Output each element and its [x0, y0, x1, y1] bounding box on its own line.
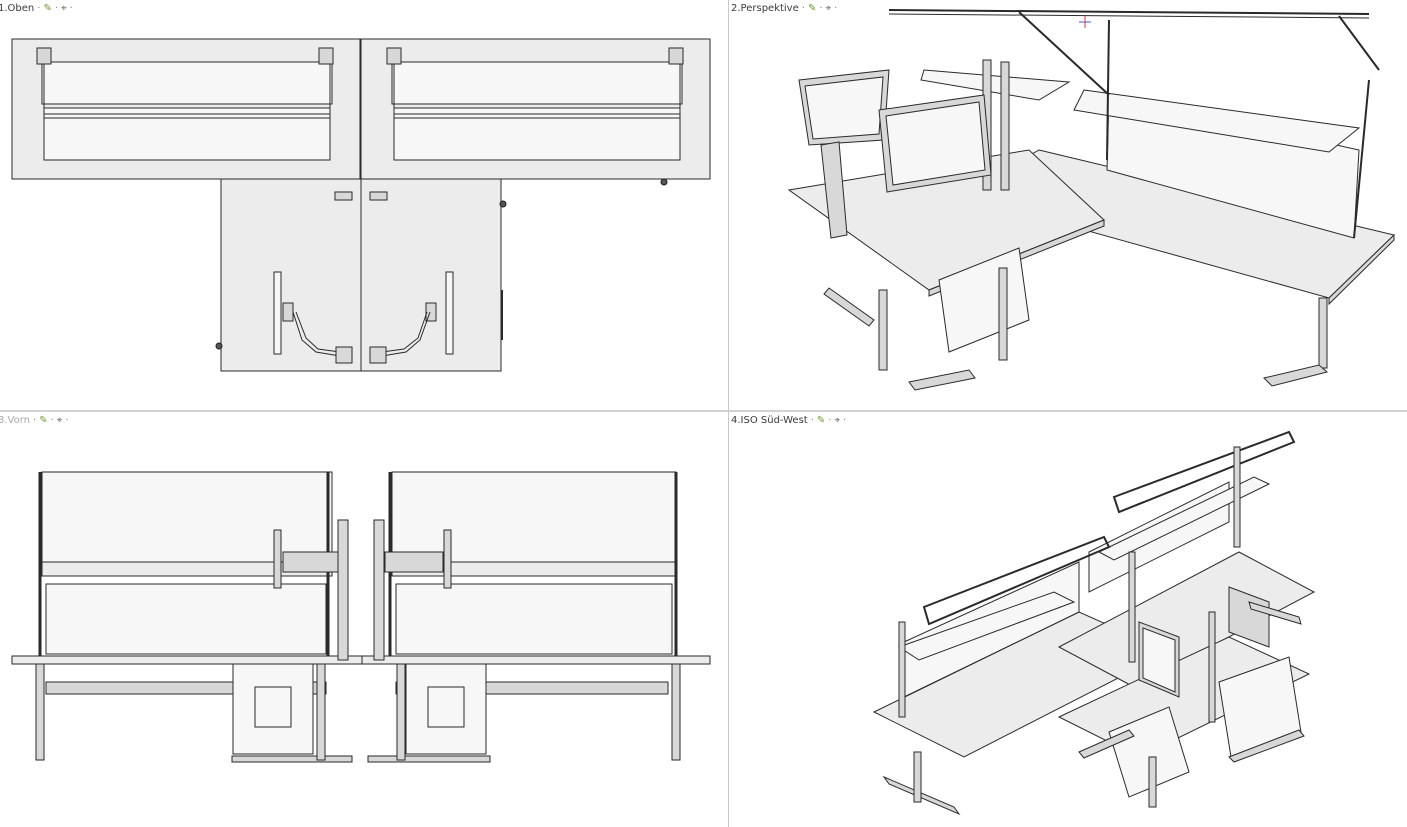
- viewport-perspective[interactable]: 2.Perspektive · ✎ · ⌖ ·: [729, 0, 1407, 410]
- viewport-iso[interactable]: 4.ISO Süd-West · ✎ · ⌖ ·: [729, 412, 1407, 827]
- separator: ·: [37, 3, 41, 14]
- viewport-label-iso[interactable]: 4.ISO Süd-West · ✎ · ⌖ ·: [729, 415, 846, 426]
- separator: ·: [54, 3, 59, 14]
- perspective-drawing: [787, 9, 1396, 391]
- front-view-drawing: [11, 471, 711, 763]
- crosshair-icon[interactable]: ⌖: [834, 415, 841, 426]
- pen-icon[interactable]: ✎: [816, 415, 826, 426]
- separator: ·: [810, 415, 814, 426]
- separator: ·: [819, 3, 823, 14]
- viewport-top[interactable]: 1.Oben · ✎ · ⌖ ·: [0, 0, 728, 410]
- separator: ·: [33, 415, 37, 426]
- crosshair-icon[interactable]: ⌖: [825, 3, 832, 14]
- viewport-title[interactable]: 1.Oben: [0, 3, 35, 14]
- viewport-title[interactable]: 3.Vorn: [0, 415, 30, 426]
- pen-icon[interactable]: ✎: [39, 415, 48, 426]
- crosshair-icon[interactable]: ⌖: [56, 415, 63, 426]
- separator: ·: [828, 415, 832, 426]
- separator: ·: [843, 415, 847, 426]
- viewport-front[interactable]: 3.Vorn · ✎ · ⌖ ·: [0, 412, 728, 827]
- viewport-label-top[interactable]: 1.Oben · ✎ · ⌖ ·: [0, 3, 73, 14]
- top-view-drawing: [11, 38, 711, 372]
- viewport-divider-vertical[interactable]: [728, 0, 729, 827]
- pen-icon[interactable]: ✎: [43, 3, 52, 14]
- iso-view-drawing: [872, 430, 1316, 816]
- separator: ·: [65, 415, 69, 426]
- viewport-title[interactable]: 2.Perspektive: [731, 3, 799, 14]
- separator: ·: [834, 3, 838, 14]
- viewport-label-perspective[interactable]: 2.Perspektive · ✎ · ⌖ ·: [729, 3, 837, 14]
- viewport-title[interactable]: 4.ISO Süd-West: [731, 415, 808, 426]
- separator: ·: [50, 415, 54, 426]
- viewport-label-front[interactable]: 3.Vorn · ✎ · ⌖ ·: [0, 415, 69, 426]
- crosshair-icon[interactable]: ⌖: [61, 3, 67, 14]
- viewport-divider-horizontal[interactable]: [0, 410, 1407, 412]
- pen-icon[interactable]: ✎: [807, 3, 817, 14]
- separator: ·: [801, 3, 805, 14]
- separator: ·: [69, 3, 73, 14]
